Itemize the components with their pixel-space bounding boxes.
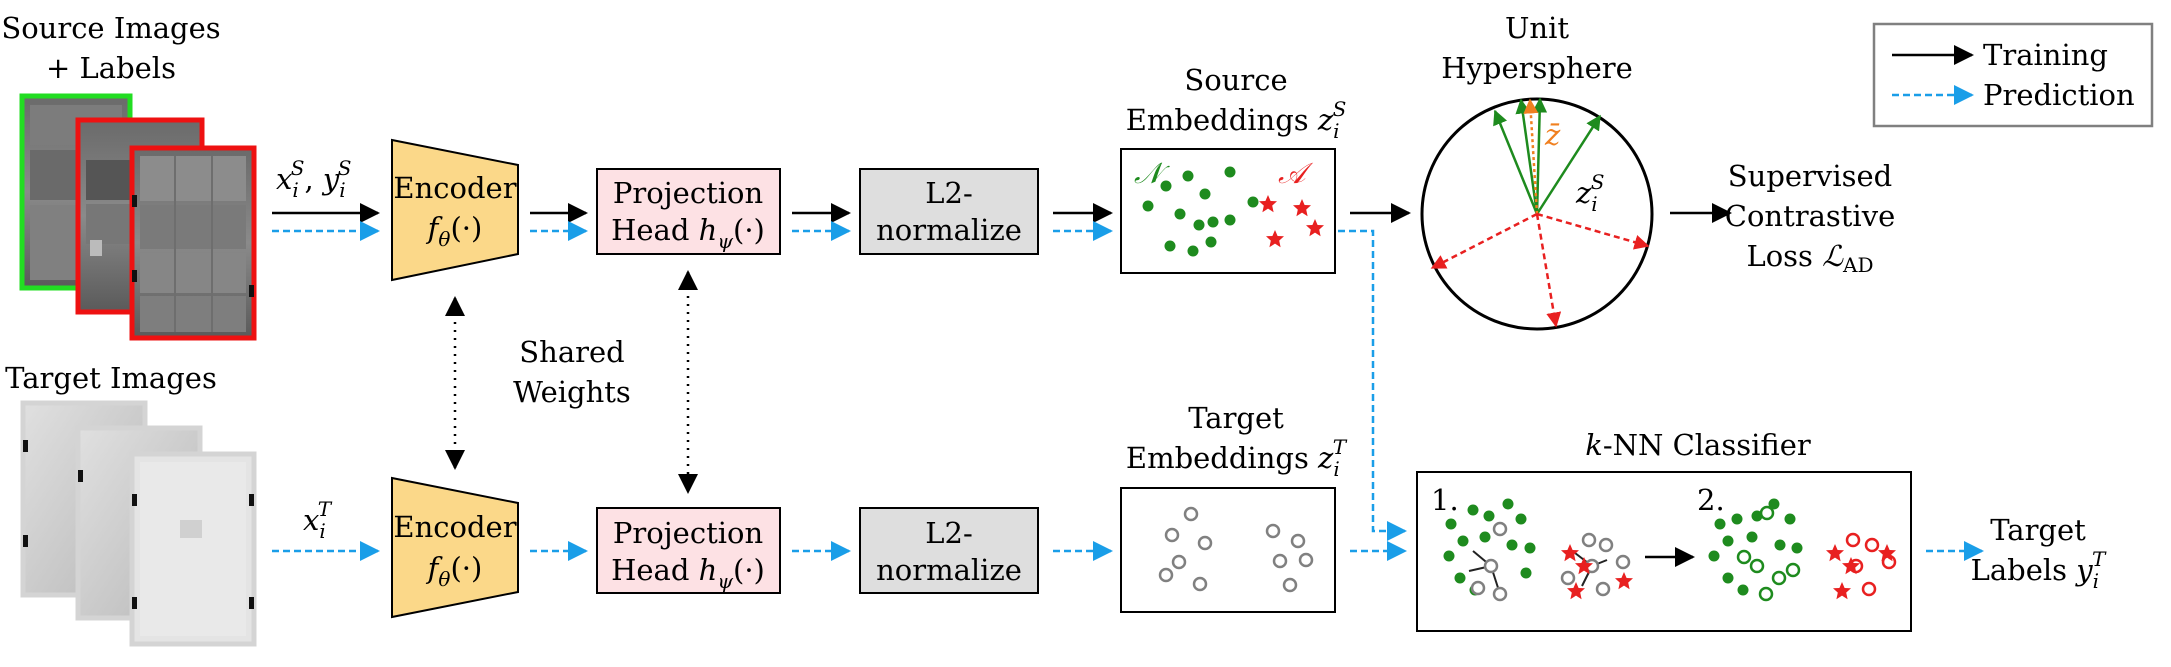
svg-text:fθ(·): fθ(·) [426, 551, 483, 591]
knn-step-2: 2. [1697, 483, 1725, 517]
shared-weights-label-2: Weights [513, 375, 631, 409]
source-embeddings-box: 𝒩 𝒜 [1120, 148, 1336, 274]
svg-text:L2-: L2- [925, 516, 973, 550]
svg-text:L2-: L2- [925, 176, 973, 210]
svg-text:Loss ℒAD: Loss ℒAD [1746, 239, 1873, 277]
legend: Training Prediction [1872, 22, 2154, 128]
svg-text:Contrastive: Contrastive [1725, 199, 1896, 233]
svg-text:Projection: Projection [613, 516, 763, 550]
hypersphere-z-label: ziS [1575, 170, 1604, 216]
target-embeddings-subtitle: Embeddings ziT [1126, 435, 1348, 481]
source-image-anomaly-2 [129, 145, 257, 341]
target-l2-normalize-block: L2- normalize [859, 507, 1039, 594]
target-images-title: Target Images [5, 361, 217, 395]
svg-text:Encoder: Encoder [393, 510, 516, 544]
target-embeddings-box [1120, 487, 1336, 613]
svg-text:Head hψ(·): Head hψ(·) [611, 213, 765, 253]
legend-training-label: Training [1983, 38, 2108, 72]
svg-text:Labels yiT: Labels yiT [1971, 547, 2107, 593]
target-image-stack [20, 400, 257, 647]
source-images-subtitle: + Labels [46, 51, 176, 85]
svg-text:xiT: xiT [303, 497, 333, 543]
svg-text:Head hψ(·): Head hψ(·) [611, 553, 765, 593]
prediction-arrows [272, 221, 1984, 561]
knn-title: k-NN Classifier [1585, 428, 1811, 462]
hypersphere-subtitle: Hypersphere [1441, 51, 1633, 85]
loss-label: Supervised Contrastive Loss ℒAD [1725, 159, 1896, 277]
mean-vector-label: z̄ [1544, 118, 1561, 152]
knn-step2-predicted-anomaly-points [1845, 532, 1897, 597]
svg-text:Supervised: Supervised [1728, 159, 1892, 193]
target-projection-head-block: Projection Head hψ(·) [596, 507, 781, 594]
source-image-stack [19, 93, 257, 341]
svg-text:normalize: normalize [876, 553, 1022, 587]
svg-text:Target: Target [1990, 513, 2086, 547]
svg-text:normalize: normalize [876, 213, 1022, 247]
source-embeddings-title: Source [1184, 63, 1287, 97]
source-embeddings-subtitle: Embeddings ziS [1126, 97, 1347, 143]
target-image-3 [129, 451, 257, 647]
unit-hypersphere: z̄ ziS [1420, 97, 1654, 331]
source-encoder-block: Encoder fθ(·) [391, 138, 519, 282]
source-images-title: Source Images [1, 11, 220, 45]
knn-step-1: 1. [1431, 483, 1459, 517]
target-embeddings-title: Target [1188, 401, 1284, 435]
source-input-label: xiS, yiS [276, 156, 351, 202]
knn-step2-normal-points [1708, 498, 1803, 596]
target-points [1158, 506, 1314, 593]
hypersphere-title: Unit [1505, 11, 1569, 45]
legend-prediction-label: Prediction [1983, 78, 2135, 112]
knn-step2-predicted-normal-points [1736, 505, 1801, 602]
svg-text:xiS, yiS: xiS, yiS [276, 156, 351, 202]
target-input-label: xiT [303, 497, 333, 543]
target-encoder-block: Encoder fθ(·) [391, 476, 519, 619]
encoder-label: Encoder [393, 171, 516, 205]
source-normal-points [1142, 166, 1259, 257]
knn-classifier-box: 1. 2. [1416, 471, 1912, 632]
source-projection-head-block: Projection Head hψ(·) [596, 168, 781, 255]
shared-weights-label: Shared [519, 335, 624, 369]
output-label: Target Labels yiT [1971, 513, 2107, 593]
svg-text:Projection: Projection [613, 176, 763, 210]
knn-step1-unlabeled-points [1470, 521, 1631, 602]
source-l2-normalize-block: L2- normalize [859, 168, 1039, 255]
